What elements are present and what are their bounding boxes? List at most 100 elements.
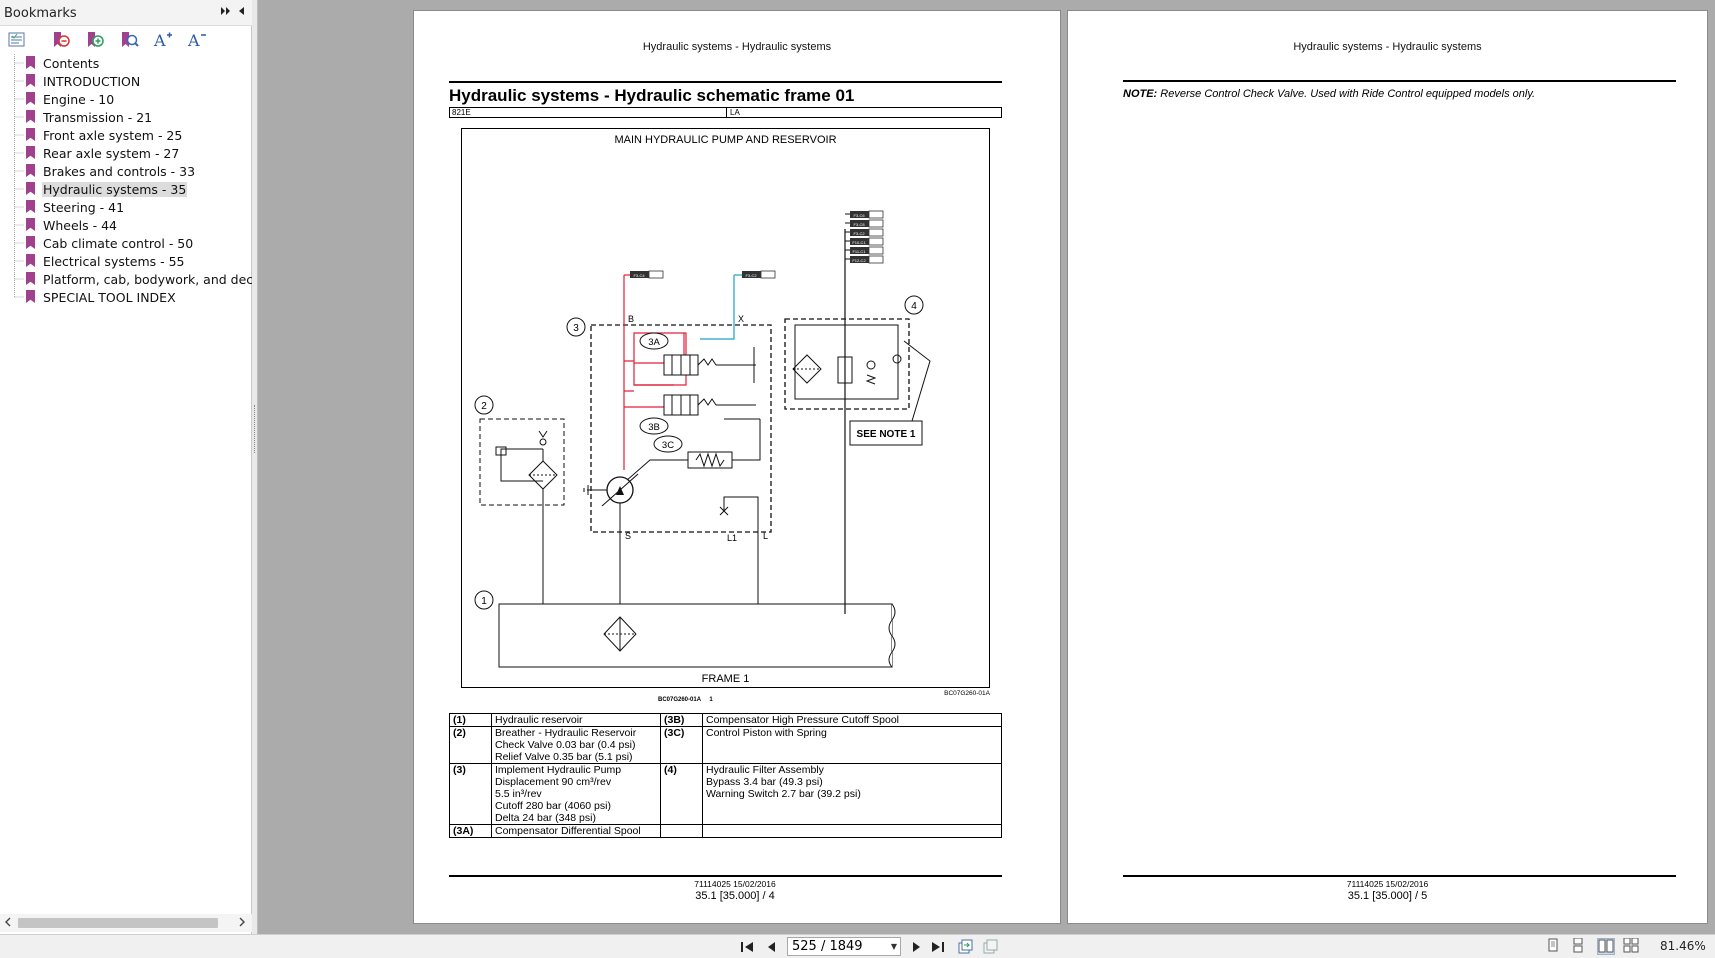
scroll-left-icon[interactable]: [4, 916, 12, 931]
legend-line: 5.5 in³/rev: [495, 788, 542, 800]
close-panel-icon[interactable]: [234, 4, 250, 22]
tree-connector: [10, 162, 26, 180]
bookmark-label: Transmission - 21: [43, 110, 153, 125]
collapse-panel-icon[interactable]: [218, 4, 234, 22]
figure-id-code: BC07G260-01A: [658, 697, 702, 703]
bookmark-label: Contents: [43, 56, 100, 71]
previous-view-icon[interactable]: [956, 938, 974, 956]
legend-description: Compensator High Pressure Cutoff Spool: [702, 713, 1002, 727]
new-bookmark-icon[interactable]: [84, 30, 106, 50]
bookmark-label: Front axle system - 25: [43, 128, 183, 143]
region-code: LA: [726, 108, 740, 117]
bookmark-item[interactable]: Hydraulic systems - 35: [0, 180, 252, 198]
next-view-icon[interactable]: [981, 938, 999, 956]
bookmark-item[interactable]: Cab climate control - 50: [0, 234, 252, 252]
scroll-right-icon[interactable]: [238, 916, 246, 931]
legend-description: Hydraulic reservoir: [491, 713, 661, 727]
legend-key: (4): [660, 763, 703, 825]
legend-line: Warning Switch 2.7 bar (39.2 psi): [706, 788, 861, 800]
bookmark-icon: [26, 236, 35, 249]
figure-number: 1: [709, 697, 713, 703]
port-l: L: [763, 531, 768, 541]
enlarge-text-icon[interactable]: A: [152, 30, 174, 50]
note: NOTE: Reverse Control Check Valve. Used …: [1123, 88, 1535, 100]
footer-page: 35.1 [35.000] / 5: [1347, 890, 1428, 902]
continuous-facing-icon[interactable]: [1623, 937, 1641, 955]
legend-key: [660, 824, 703, 838]
horizontal-scrollbar[interactable]: [0, 914, 252, 932]
legend-line: Implement Hydraulic Pump: [495, 764, 622, 776]
bookmark-item[interactable]: Front axle system - 25: [0, 126, 252, 144]
tree-connector: [10, 198, 26, 216]
last-page-icon[interactable]: [929, 938, 947, 956]
bookmark-icon: [26, 146, 35, 159]
bookmark-item[interactable]: Electrical systems - 55: [0, 252, 252, 270]
bookmark-item[interactable]: Engine - 10: [0, 90, 252, 108]
tree-connector: [10, 216, 26, 234]
bookmark-item[interactable]: SPECIAL TOOL INDEX: [0, 288, 252, 306]
bookmark-icon: [26, 56, 35, 69]
bookmark-item[interactable]: Steering - 41: [0, 198, 252, 216]
legend-line: Control Piston with Spring: [706, 727, 827, 739]
bookmark-item[interactable]: Wheels - 44: [0, 216, 252, 234]
page-number-field[interactable]: 525 / 1849 ▼: [787, 937, 901, 956]
previous-page-icon[interactable]: [763, 938, 781, 956]
tree-connector: [10, 54, 26, 72]
facing-icon[interactable]: [1597, 938, 1615, 955]
bookmark-item[interactable]: Rear axle system - 27: [0, 144, 252, 162]
bookmark-item[interactable]: Platform, cab, bodywork, and decals -: [0, 270, 252, 288]
continuous-icon[interactable]: [1570, 937, 1588, 955]
callout-4: 4: [911, 301, 917, 312]
legend-line: Relief Valve 0.35 bar (5.1 psi): [495, 751, 633, 763]
bookmark-label: Wheels - 44: [43, 218, 118, 233]
connector-r1: F3-C6: [853, 213, 865, 218]
see-note-box: SEE NOTE 1: [857, 429, 916, 440]
tree-connector: [10, 90, 26, 108]
callout-3a: 3A: [648, 337, 660, 348]
bookmark-item[interactable]: INTRODUCTION: [0, 72, 252, 90]
legend-line: Breather - Hydraulic Reservoir: [495, 727, 637, 739]
port-b: B: [628, 314, 634, 324]
panel-splitter[interactable]: [252, 0, 258, 934]
bookmark-icon: [26, 182, 35, 195]
tree-connector: [10, 288, 26, 306]
connector-r4: F10-C1: [852, 240, 866, 245]
tree-connector: [10, 72, 26, 90]
note-label: NOTE:: [1123, 88, 1158, 100]
legend-row: (3A)Compensator Differential Spool: [449, 824, 1002, 838]
legend-line: Hydraulic reservoir: [495, 714, 583, 726]
header-rule: [1123, 80, 1676, 82]
bookmark-item[interactable]: Contents: [0, 54, 252, 72]
bookmark-label: SPECIAL TOOL INDEX: [43, 290, 176, 305]
connector-r6: F12-C2: [852, 258, 866, 263]
connector-f3-c2: F3-C2: [745, 273, 757, 278]
svg-text:A: A: [153, 31, 166, 50]
tree-connector: [10, 234, 26, 252]
page-dropdown-icon[interactable]: ▼: [890, 942, 897, 951]
next-page-icon[interactable]: [907, 938, 925, 956]
bookmark-label: Platform, cab, bodywork, and decals -: [43, 272, 252, 287]
first-page-icon[interactable]: [738, 938, 756, 956]
bookmark-item[interactable]: Brakes and controls - 33: [0, 162, 252, 180]
bookmark-options-icon[interactable]: [6, 30, 28, 50]
bookmark-icon: [26, 218, 35, 231]
legend-key: (2): [449, 726, 492, 764]
reduce-text-icon[interactable]: A: [186, 30, 208, 50]
right-connectors: F3-C6 F3-C8 F3-C2 F10-C1 F11-C1 F12-C2: [845, 210, 884, 264]
legend-key: (3C): [660, 726, 703, 764]
bookmark-item[interactable]: Transmission - 21: [0, 108, 252, 126]
single-page-icon[interactable]: [1545, 938, 1563, 955]
footer-rule: [1123, 875, 1676, 877]
footer-page: 35.1 [35.000] / 4: [695, 890, 775, 902]
callout-1: 1: [481, 596, 487, 607]
model-row: 821E LA: [449, 107, 1002, 118]
find-bookmark-icon[interactable]: [118, 30, 140, 50]
zoom-level[interactable]: 81.46%: [1660, 939, 1706, 953]
legend-key: (3B): [660, 713, 703, 727]
bookmarks-title: Bookmarks: [4, 6, 77, 21]
delete-bookmark-icon[interactable]: [50, 30, 72, 50]
scrollbar-thumb[interactable]: [18, 918, 218, 928]
bookmark-icon: [26, 200, 35, 213]
tree-connector: [10, 126, 26, 144]
